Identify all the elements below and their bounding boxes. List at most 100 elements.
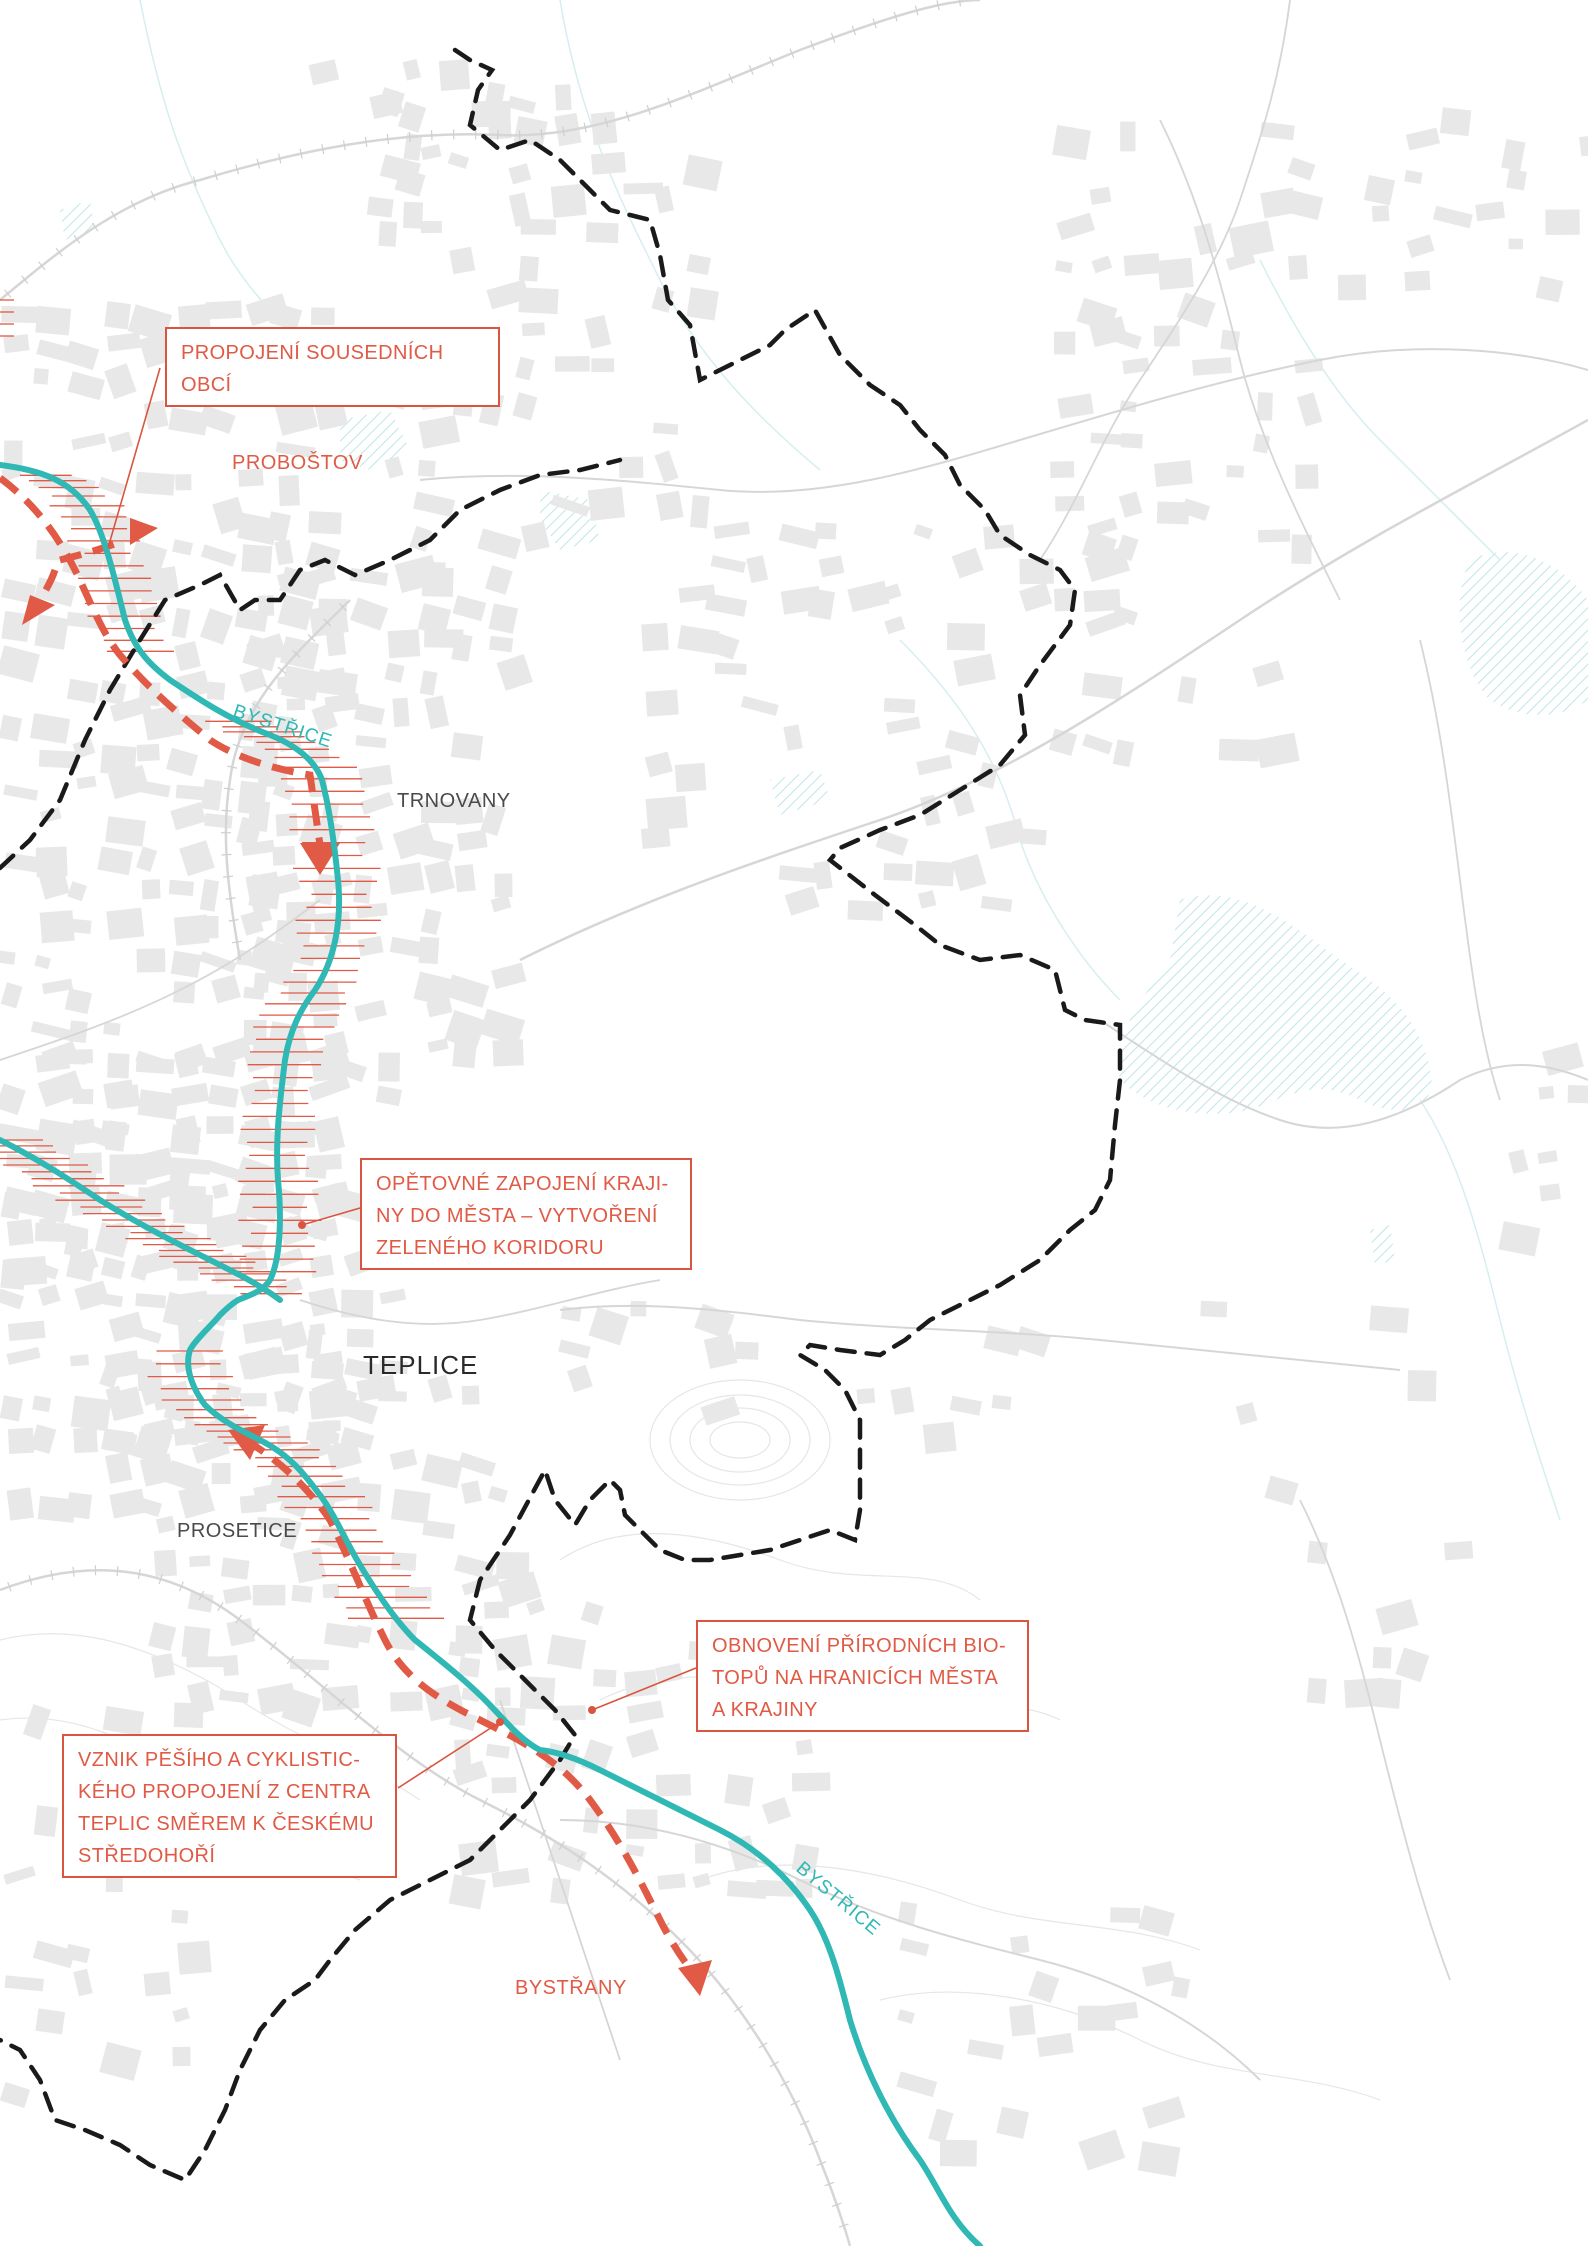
building bbox=[170, 802, 207, 831]
building bbox=[7, 1320, 46, 1342]
callout-neighbours: PROPOJENÍ SOUSEDNÍCH OBCÍ bbox=[165, 327, 500, 407]
building bbox=[34, 614, 69, 650]
river-bystrice bbox=[0, 462, 983, 2246]
building bbox=[137, 1248, 180, 1275]
building bbox=[308, 511, 342, 535]
rail-tick bbox=[687, 89, 693, 100]
building bbox=[186, 1656, 226, 1668]
building bbox=[678, 584, 716, 603]
building bbox=[420, 220, 442, 234]
building bbox=[520, 521, 550, 553]
building bbox=[813, 860, 833, 890]
building bbox=[1372, 1646, 1392, 1669]
building bbox=[181, 1625, 211, 1660]
streams bbox=[139, 0, 1561, 1521]
building bbox=[72, 1118, 97, 1146]
building bbox=[427, 1374, 453, 1403]
building bbox=[714, 662, 747, 675]
building bbox=[238, 1220, 268, 1251]
rail-tick bbox=[299, 148, 303, 159]
rail-tick bbox=[38, 261, 46, 271]
rail-tick bbox=[307, 633, 316, 642]
rail-tick bbox=[91, 222, 99, 232]
building bbox=[155, 1515, 176, 1534]
building bbox=[420, 908, 442, 936]
building bbox=[1107, 2001, 1139, 2022]
building bbox=[1501, 139, 1526, 172]
route-north bbox=[0, 475, 324, 846]
building bbox=[488, 603, 519, 634]
rail-tick bbox=[625, 111, 630, 122]
building bbox=[491, 1777, 517, 1794]
building bbox=[314, 873, 336, 905]
rail-tick bbox=[223, 875, 234, 878]
building bbox=[127, 540, 168, 579]
building bbox=[507, 95, 537, 114]
building bbox=[1371, 205, 1390, 222]
building bbox=[1252, 660, 1285, 688]
building bbox=[1264, 1475, 1299, 1506]
building bbox=[34, 576, 77, 607]
building bbox=[1226, 465, 1244, 478]
rail-tick bbox=[810, 40, 815, 51]
building bbox=[103, 1293, 124, 1308]
rail-tick bbox=[137, 1568, 141, 1580]
building bbox=[1082, 733, 1113, 755]
building bbox=[206, 1220, 235, 1241]
building bbox=[645, 795, 688, 831]
building bbox=[1115, 534, 1139, 561]
building bbox=[311, 307, 335, 326]
arrowhead-icon bbox=[228, 1425, 265, 1460]
building bbox=[1157, 257, 1194, 291]
building bbox=[235, 1187, 281, 1224]
building bbox=[654, 450, 679, 483]
dot-icon bbox=[298, 1221, 306, 1229]
rail-tick bbox=[746, 2023, 756, 2031]
building bbox=[171, 1909, 189, 1924]
rail-tick bbox=[769, 2061, 780, 2068]
building bbox=[209, 1359, 227, 1381]
rail-tick bbox=[838, 2223, 849, 2228]
building bbox=[694, 1303, 735, 1340]
building bbox=[33, 1261, 59, 1280]
building bbox=[485, 1743, 510, 1759]
building bbox=[355, 830, 384, 857]
building bbox=[1141, 1960, 1176, 1987]
building bbox=[591, 151, 626, 175]
building bbox=[980, 895, 1013, 912]
building bbox=[623, 182, 664, 195]
building bbox=[148, 1622, 177, 1652]
building bbox=[1295, 464, 1319, 489]
building bbox=[1374, 1677, 1402, 1709]
building bbox=[356, 1482, 382, 1513]
building bbox=[417, 459, 436, 478]
rail-tick bbox=[178, 1581, 184, 1592]
building bbox=[104, 1120, 128, 1152]
building bbox=[103, 1021, 121, 1036]
callout-line: OBNOVENÍ PŘÍRODNÍCH BIO- bbox=[712, 1635, 1007, 1657]
rail-tick bbox=[223, 787, 234, 791]
building bbox=[102, 1705, 145, 1736]
building bbox=[885, 716, 921, 735]
building bbox=[346, 1328, 374, 1348]
building bbox=[359, 791, 394, 815]
rail-tick bbox=[462, 1787, 469, 1798]
building bbox=[491, 1867, 530, 1888]
building bbox=[1019, 558, 1054, 585]
building bbox=[340, 1427, 375, 1451]
building bbox=[7, 1427, 35, 1454]
building bbox=[1112, 739, 1135, 768]
building bbox=[1, 610, 32, 643]
building bbox=[1404, 170, 1423, 185]
rail-tick bbox=[799, 2120, 810, 2126]
building bbox=[856, 1388, 876, 1405]
building bbox=[32, 1940, 76, 1969]
building bbox=[692, 1872, 711, 1889]
building bbox=[1535, 275, 1564, 303]
building bbox=[375, 1085, 402, 1107]
building bbox=[34, 954, 51, 970]
building bbox=[275, 813, 299, 837]
building bbox=[388, 1618, 418, 1651]
building bbox=[550, 494, 591, 517]
